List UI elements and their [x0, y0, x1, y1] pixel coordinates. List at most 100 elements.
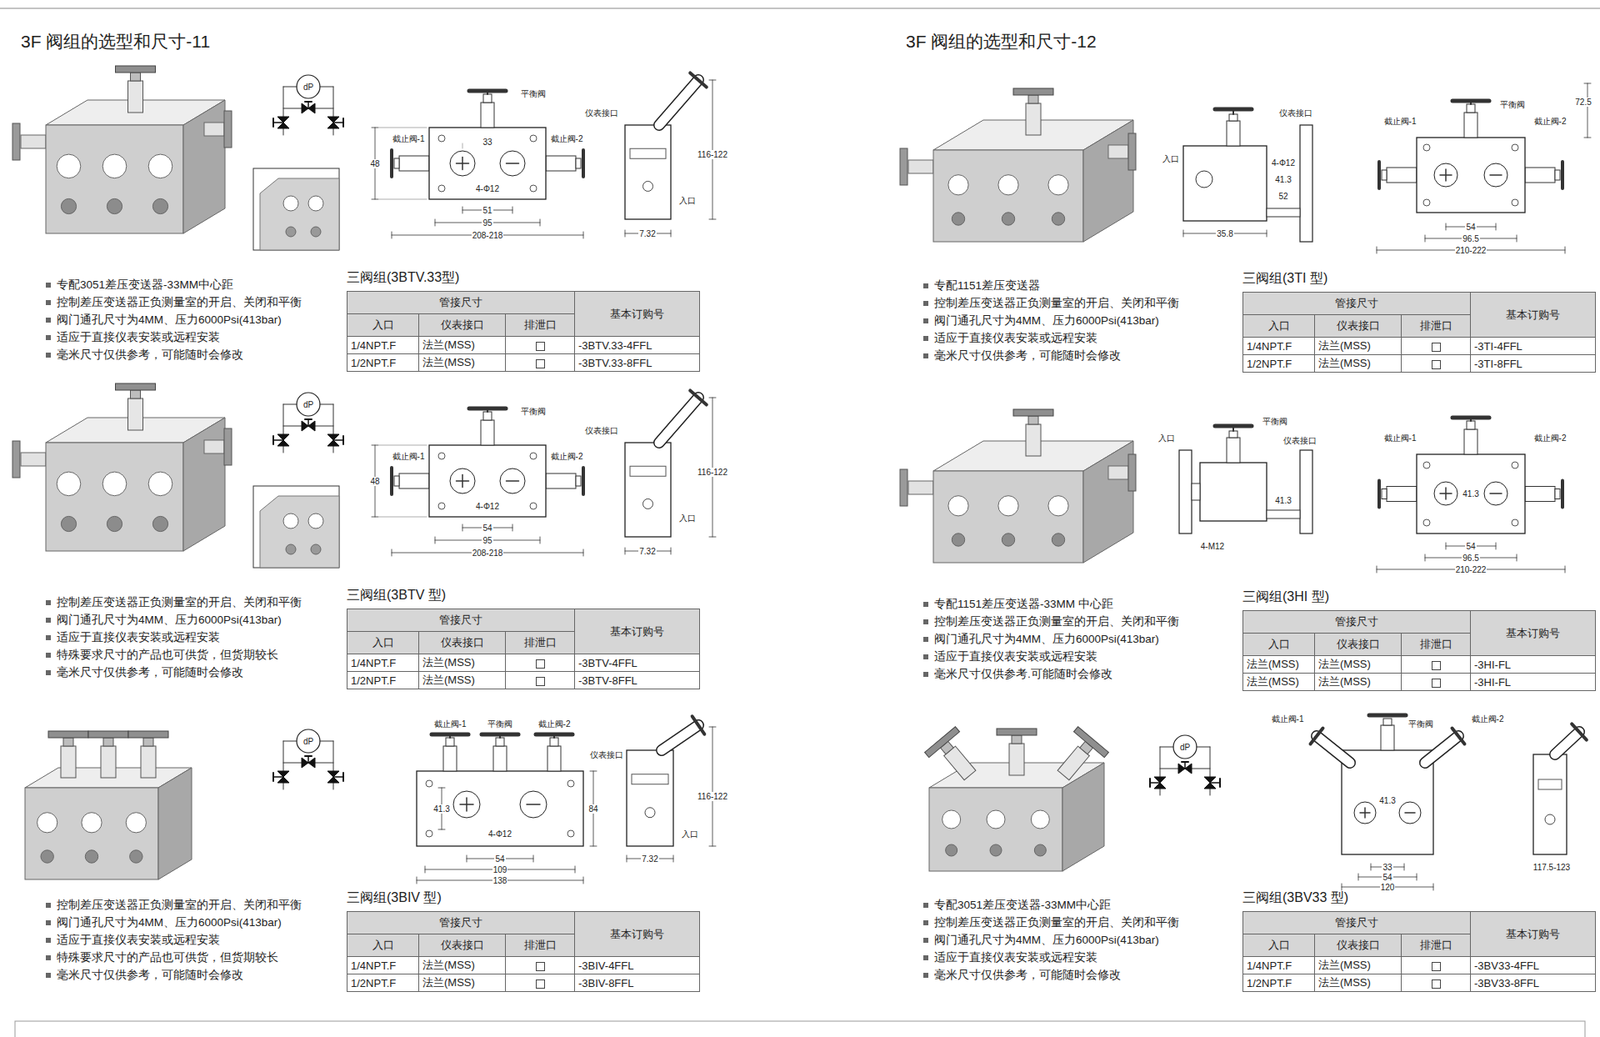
dimension-label: 入口 [678, 513, 697, 523]
drawing-line [1495, 223, 1497, 230]
drawing-circle [530, 452, 537, 460]
table-cell [505, 654, 575, 672]
drawing-line [462, 524, 464, 531]
bullet-text: 阀门通孔尺寸为4MM、压力6000Psi(413bar) [56, 313, 282, 326]
valve-stem [1013, 409, 1054, 456]
drawing-shape [301, 420, 309, 431]
checkbox-mark [535, 659, 545, 669]
drawing-circle [643, 498, 654, 509]
drawing-circle [60, 198, 76, 214]
drawing-rect [1108, 145, 1129, 159]
dimension-label: 48 [369, 476, 380, 486]
bullet-text: 阀门通孔尺寸为4MM、压力6000Psi(413bar) [934, 314, 1160, 327]
drawing-rect [429, 127, 546, 200]
drawing-rect [88, 730, 129, 738]
spec-table: 管接尺寸基本订购号入口仪表接口排泄口法兰(MSS)法兰(MSS)-3HI-FL法… [1242, 610, 1596, 691]
table-row: 法兰(MSS)法兰(MSS)-3HI-FL [1243, 673, 1596, 691]
bullet-marker [923, 654, 929, 660]
drawing-circle [296, 75, 320, 99]
drawing-circle [1511, 461, 1519, 469]
drawing-circle [450, 150, 475, 176]
drawing-line [283, 86, 297, 88]
drawing-line [692, 715, 705, 734]
drawing-rect [1525, 486, 1555, 502]
drawing-circle [152, 198, 168, 214]
dimension-label: 入口 [1161, 154, 1180, 164]
drawing-line [1215, 107, 1252, 112]
checkbox-mark [1431, 678, 1441, 688]
dimension-label: 仪表接口 [1278, 108, 1314, 118]
table-cell: 仪表接口 [1315, 934, 1402, 957]
table-title: 三阀组(3BTV.33型) [346, 269, 460, 287]
drawing-rect [128, 80, 144, 113]
drawing-circle [1423, 461, 1430, 469]
drawing-rect [545, 473, 576, 489]
drawing-line [526, 803, 540, 805]
drawing-line [512, 524, 514, 531]
bullet-marker [45, 972, 51, 978]
drawing-shape [1204, 782, 1216, 789]
dimension-label: 截止阀-1 [1383, 116, 1418, 126]
drawing-rect [1108, 465, 1129, 480]
table-cell: 1/4NPT.F [347, 956, 420, 975]
drawing-line [1571, 723, 1587, 740]
drawing-circle [1399, 801, 1421, 824]
drawing-rect [130, 390, 141, 399]
drawing-rect [20, 452, 46, 466]
drawing-rect [1464, 112, 1478, 138]
drawing-line [661, 725, 699, 750]
drawing-circle [530, 502, 537, 510]
dimension-label: dP [302, 82, 315, 92]
bullet-text: 适应于直接仪表安装或远程安装 [56, 933, 220, 946]
drawing-rect [1229, 430, 1238, 438]
drawing-line [512, 206, 514, 214]
drawing-rect [253, 168, 340, 250]
drawing-line [469, 406, 506, 411]
table-cell: 基本订购号 [575, 609, 700, 655]
drawing-shape [327, 770, 340, 777]
drawing-circle [1511, 144, 1519, 151]
bullet-item: 毫米尺寸仅供参考，可能随时会修改 [923, 967, 1121, 983]
bullet-marker [923, 636, 929, 642]
drawing-line [1516, 235, 1518, 242]
drawing-circle [1484, 481, 1508, 505]
drawing-rect [1025, 103, 1041, 135]
table-row: 1/2NPT.F法兰(MSS)-3BV33-8FFL [1243, 974, 1596, 992]
drawing-shape [327, 122, 340, 129]
table-cell: 仪表接口 [1315, 315, 1402, 338]
valve-stem [115, 65, 156, 113]
drawing-rect [1300, 450, 1313, 534]
drawing-rect [1341, 750, 1434, 855]
spec-table: 管接尺寸基本订购号入口仪表接口排泄口1/4NPT.F法兰(MSS)-3TI-4F… [1242, 291, 1596, 373]
drawing-rect [48, 730, 89, 738]
table-cell: 法兰(MSS) [419, 671, 506, 690]
drawing-line [435, 536, 436, 544]
drawing-line [581, 467, 585, 495]
drawing-rect [575, 158, 581, 169]
checkbox-mark [535, 359, 545, 369]
bullet-item: 适应于直接仪表安装或远程安装 [45, 330, 220, 345]
drawing-circle [1051, 533, 1065, 546]
dimension-label: 平衡阀 [1407, 719, 1435, 729]
dimension-label: 210-222 [1455, 565, 1488, 575]
drawing-rect [996, 728, 1037, 735]
drawing-line [535, 732, 573, 737]
drawing-circle [81, 812, 102, 833]
drawing-line [590, 770, 597, 772]
drawing-rect [625, 125, 671, 220]
drawing-rect [1013, 88, 1054, 95]
checkbox-mark [1431, 961, 1441, 971]
drawing-rect [1383, 718, 1392, 725]
bullet-item: 毫米尺寸仅供参考，可能随时会修改 [45, 347, 244, 363]
bullet-text: 毫米尺寸仅供参考，可能随时会修改 [934, 349, 1121, 362]
bullet-text: 控制差压变送器正负测量室的开启、关闭和平衡 [934, 615, 1180, 628]
table-cell: 入口 [347, 934, 420, 957]
drawing-line [1316, 735, 1350, 763]
bullet-text: 毫米尺寸仅供参考，可能随时会修改 [56, 665, 244, 679]
bullet-item: 毫米尺寸仅供参考，可能随时会修改 [45, 967, 244, 983]
drawing-line [379, 127, 427, 129]
dimension-label: 仪表接口 [584, 108, 620, 118]
drawing-circle [643, 180, 654, 191]
dimension-label: 仪表接口 [1282, 435, 1318, 445]
drawing-line [333, 775, 344, 778]
